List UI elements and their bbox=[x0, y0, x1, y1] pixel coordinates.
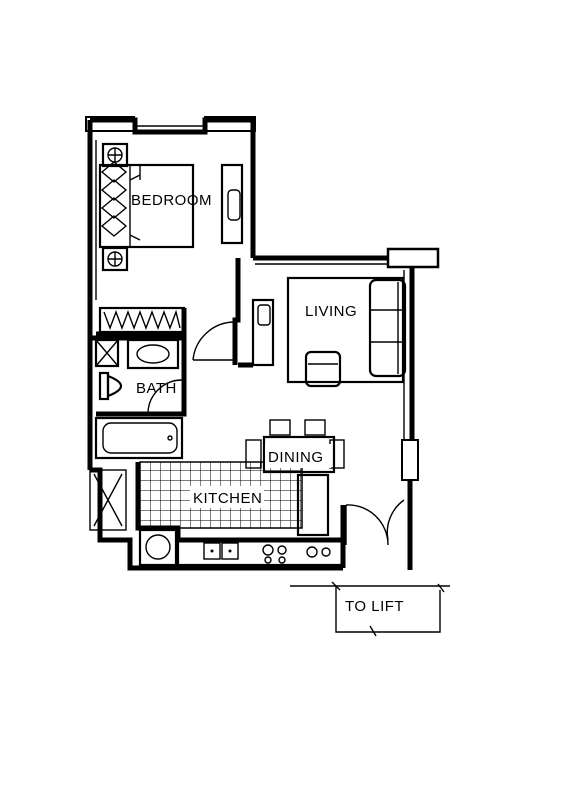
entry-door bbox=[345, 499, 405, 546]
room-label-dining: DINING bbox=[268, 449, 324, 466]
toilet-icon bbox=[98, 371, 123, 401]
kitchen-label-bg bbox=[190, 486, 264, 508]
lift-corridor bbox=[290, 581, 450, 637]
bedroom bbox=[96, 142, 244, 365]
lamp-icon bbox=[101, 142, 129, 168]
room-label-kitchen: KITCHEN bbox=[193, 490, 262, 507]
room-label-bedroom: BEDROOM bbox=[131, 192, 212, 209]
living-room bbox=[238, 276, 407, 388]
stove-icon bbox=[262, 544, 287, 564]
exit-label: TO LIFT bbox=[345, 598, 404, 615]
dining-area bbox=[245, 419, 345, 474]
room-label-living: LIVING bbox=[305, 303, 357, 320]
kitchen bbox=[135, 461, 345, 567]
room-label-bath: BATH bbox=[136, 380, 177, 397]
sink-icon bbox=[203, 542, 239, 560]
dining-label-bg bbox=[265, 444, 331, 468]
hob-icon bbox=[306, 546, 331, 558]
bed-pillows bbox=[100, 161, 128, 237]
bathroom bbox=[89, 335, 187, 531]
lamp-icon bbox=[101, 246, 129, 272]
